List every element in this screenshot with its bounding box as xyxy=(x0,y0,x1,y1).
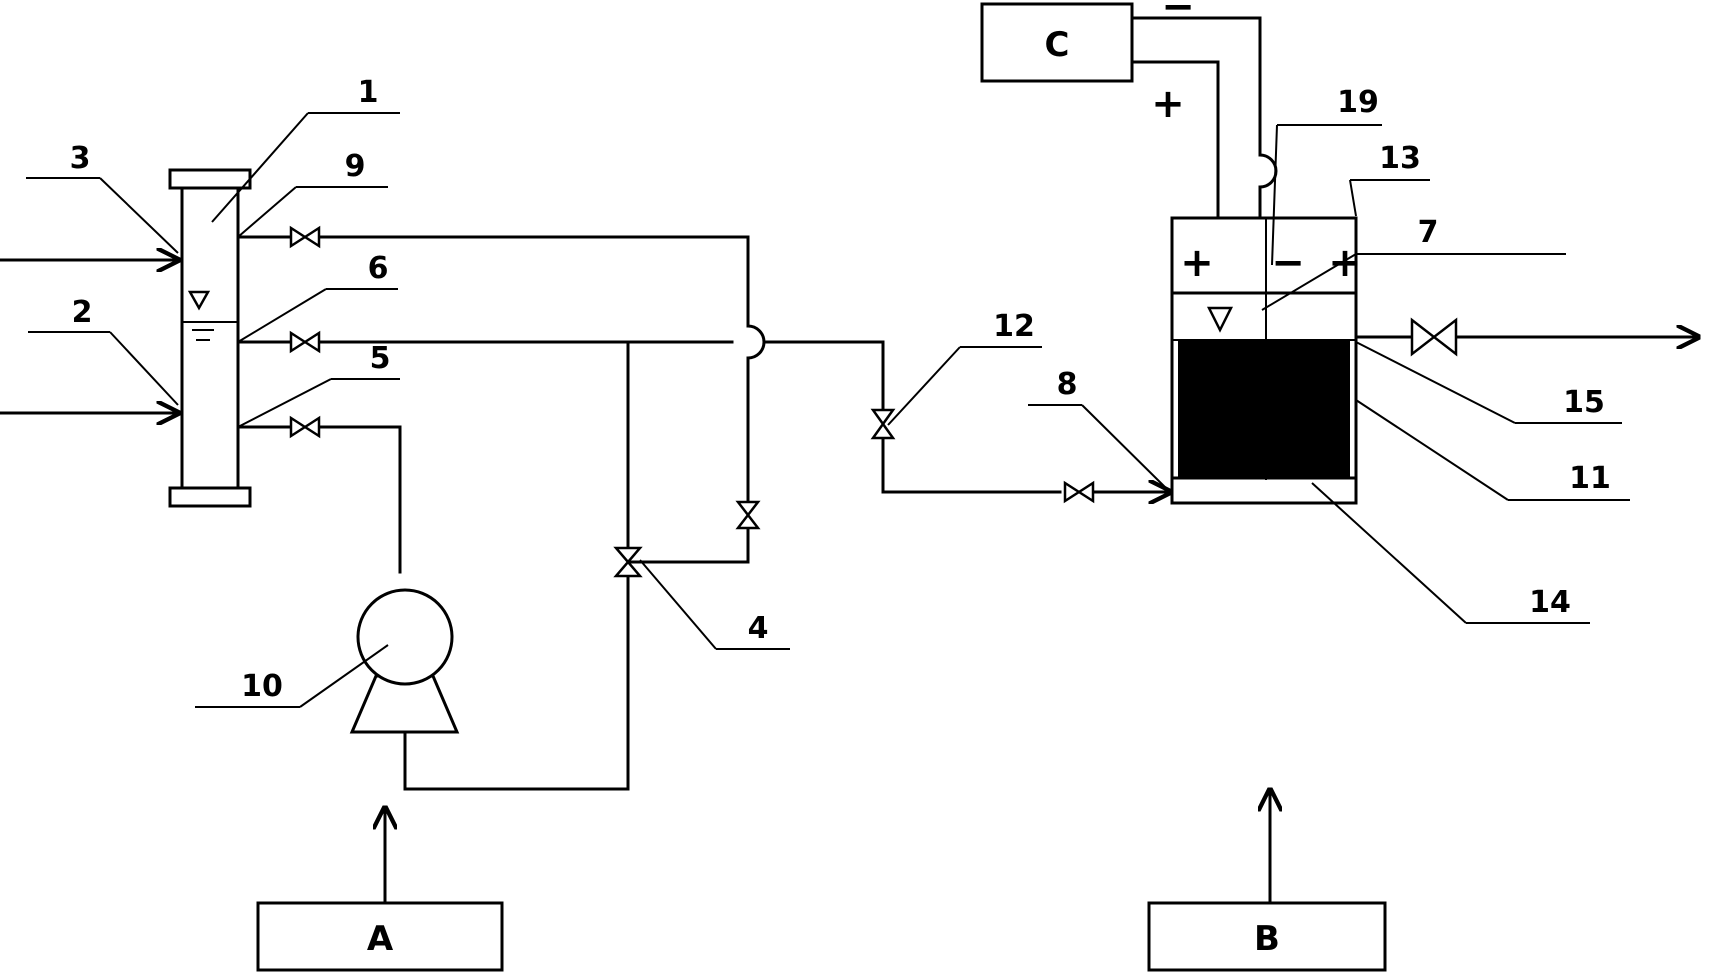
valve-9[interactable] xyxy=(289,225,321,249)
label-12: 12 xyxy=(993,309,1035,344)
label-19: 19 xyxy=(1337,85,1379,120)
water-level-icon xyxy=(187,290,211,311)
valve-12[interactable] xyxy=(870,408,896,440)
minus-sign-c: − xyxy=(1161,0,1195,30)
label-9: 9 xyxy=(345,149,366,184)
valve-5[interactable] xyxy=(289,415,321,439)
label-15: 15 xyxy=(1563,385,1605,420)
label-8: 8 xyxy=(1057,367,1078,402)
valve-branch[interactable] xyxy=(735,500,761,530)
label-2: 2 xyxy=(72,295,93,330)
label-10: 10 xyxy=(241,669,283,704)
plus-sign-right: + xyxy=(1328,240,1362,286)
label-11: 11 xyxy=(1569,461,1611,496)
valve-4[interactable] xyxy=(613,546,643,578)
pump-icon[interactable] xyxy=(349,588,460,734)
box-c-label: C xyxy=(1045,25,1070,65)
box-a: A xyxy=(256,901,504,972)
valve-8[interactable] xyxy=(1063,480,1095,504)
label-7: 7 xyxy=(1418,215,1439,250)
label-3: 3 xyxy=(70,141,91,176)
label-14: 14 xyxy=(1529,585,1571,620)
box-b-label: B xyxy=(1254,919,1280,959)
valve-6[interactable] xyxy=(289,330,321,354)
tank-water-level-icon xyxy=(1206,306,1234,333)
plus-sign-left: + xyxy=(1180,240,1214,286)
label-13: 13 xyxy=(1379,141,1421,176)
box-a-label: A xyxy=(367,919,394,959)
box-c: C xyxy=(980,2,1134,83)
column-vessel xyxy=(168,168,252,508)
label-1: 1 xyxy=(358,75,379,110)
filler-bed xyxy=(1178,340,1350,478)
label-4: 4 xyxy=(748,611,769,646)
leader-lines xyxy=(26,112,1630,708)
valve-15[interactable] xyxy=(1410,317,1458,357)
minus-sign-center: − xyxy=(1271,240,1305,286)
label-5: 5 xyxy=(370,341,391,376)
label-6: 6 xyxy=(368,251,389,286)
reactor-tank xyxy=(1170,216,1358,505)
box-b: B xyxy=(1147,901,1387,972)
plus-sign-c: + xyxy=(1151,81,1185,127)
